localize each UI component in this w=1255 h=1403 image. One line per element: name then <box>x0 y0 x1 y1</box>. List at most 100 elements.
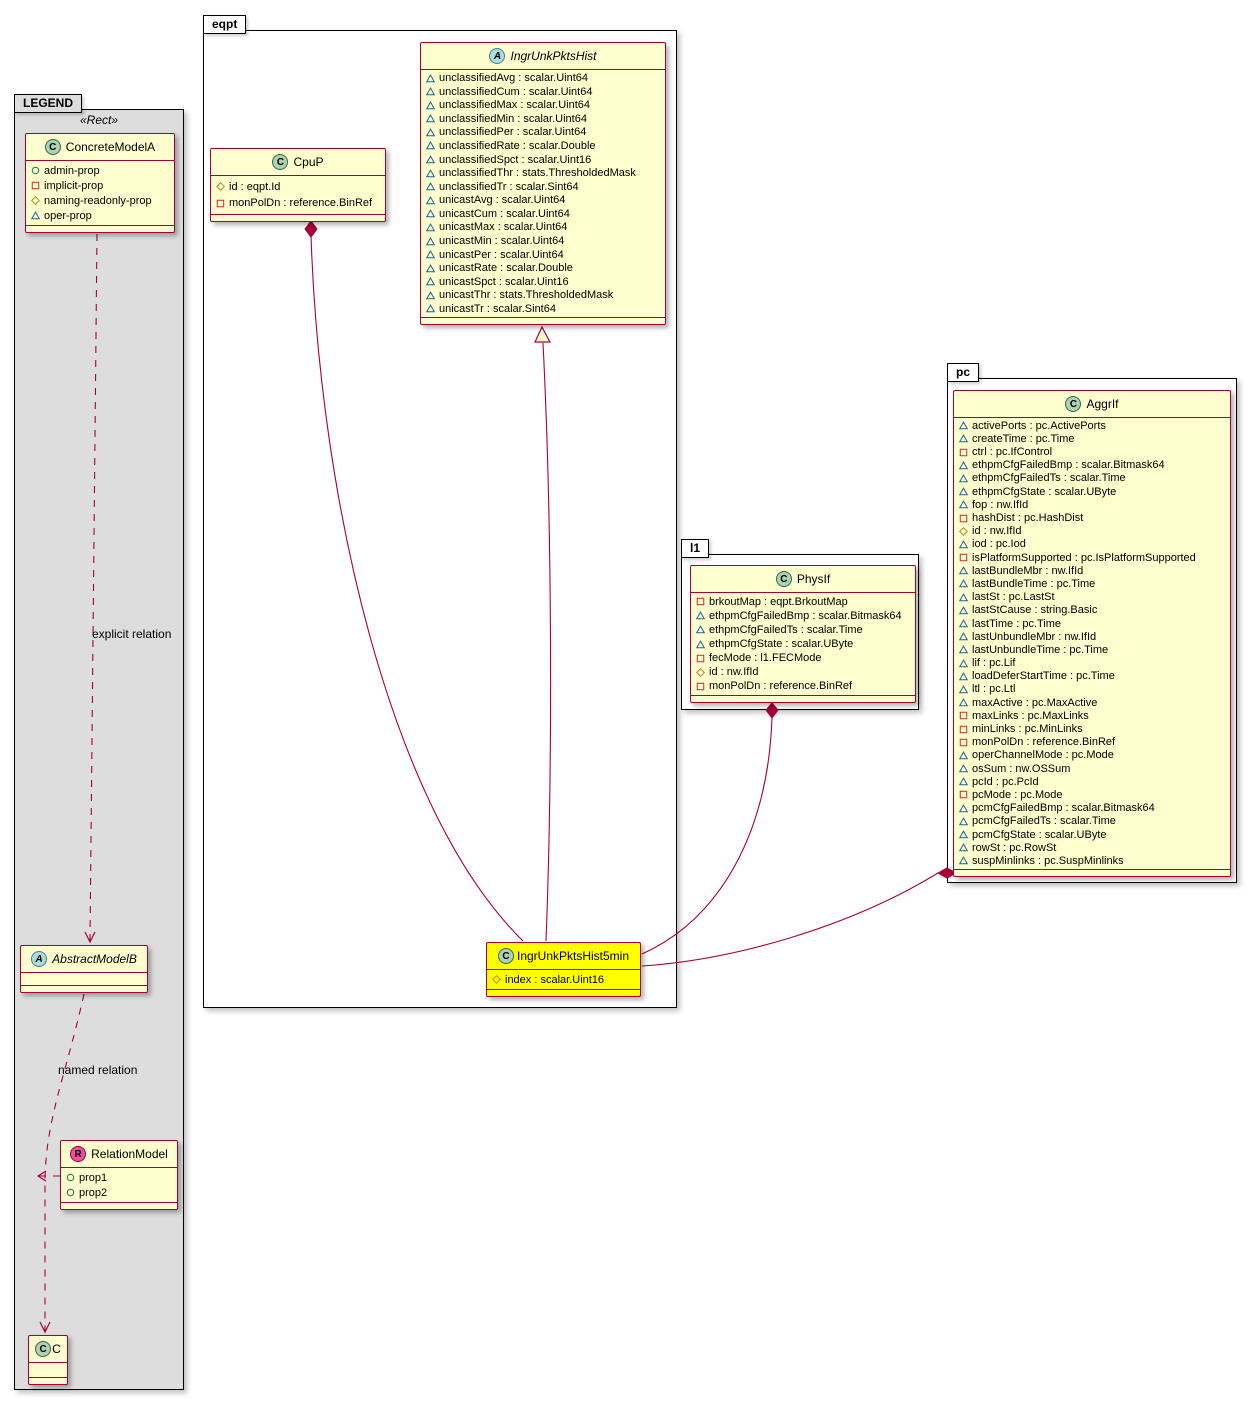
implicit-prop-icon <box>959 711 968 720</box>
class-member-row: ethpmCfgFailedTs : scalar.Time <box>691 623 915 636</box>
member-text: unclassifiedRate : scalar.Double <box>439 139 596 152</box>
class-member-row: unicastMin : scalar.Uint64 <box>421 235 665 248</box>
class-member-row: ethpmCfgFailedBmp : scalar.Bitmask64 <box>691 609 915 622</box>
oper-prop-icon <box>959 764 968 773</box>
class-member-row: iod : pc.Iod <box>954 538 1230 551</box>
class-member-row: createTime : pc.Time <box>954 432 1230 445</box>
oper-prop-icon <box>31 211 40 220</box>
member-text: fop : nw.IfId <box>972 498 1029 511</box>
class-member-row: hashDist : pc.HashDist <box>954 512 1230 525</box>
class-member-row: ctrl : pc.IfControl <box>954 446 1230 459</box>
class-member-row: lastTime : pc.Time <box>954 617 1230 630</box>
member-text: lastUnbundleMbr : nw.IfId <box>972 630 1097 643</box>
class-member-row: lastBundleMbr : nw.IfId <box>954 564 1230 577</box>
member-text: oper-prop <box>44 209 92 222</box>
member-text: operChannelMode : pc.Mode <box>972 749 1114 762</box>
implicit-prop-icon <box>959 790 968 799</box>
member-text: ethpmCfgFailedBmp : scalar.Bitmask64 <box>972 459 1165 472</box>
member-text: ethpmCfgState : scalar.UByte <box>709 638 854 650</box>
class-title: PhysIf <box>796 572 831 586</box>
package-l1-tab: l1 <box>681 539 710 558</box>
oper-prop-icon <box>426 114 435 123</box>
class-title: AbstractModelB <box>52 952 137 966</box>
member-text: lif : pc.Lif <box>972 657 1016 670</box>
class-relationmodel: R RelationModel prop1 prop2 <box>60 1140 178 1210</box>
oper-prop-icon <box>959 645 968 654</box>
class-title: IngrUnkPktsHist5min <box>516 949 630 963</box>
member-text: suspMinlinks : pc.SuspMinlinks <box>972 854 1124 867</box>
class-spot-icon: C <box>44 139 61 155</box>
abstract-spot-icon: A <box>31 951 48 967</box>
oper-prop-icon <box>426 277 435 286</box>
member-text: lastTime : pc.Time <box>972 617 1062 630</box>
member-text: monPolDn : reference.BinRef <box>709 680 853 693</box>
member-text: unclassifiedAvg : scalar.Uint64 <box>439 72 588 85</box>
class-member-row: unicastAvg : scalar.Uint64 <box>421 194 665 207</box>
class-members: index : scalar.Uint16 <box>487 970 640 989</box>
member-text: osSum : nw.OSSum <box>972 762 1071 775</box>
class-methods-compartment <box>421 317 665 324</box>
class-member-row: naming-readonly-prop <box>26 194 174 207</box>
class-member-row: maxActive : pc.MaxActive <box>954 696 1230 709</box>
member-text: unclassifiedCum : scalar.Uint64 <box>439 85 593 98</box>
member-text: unclassifiedSpct : scalar.Uint16 <box>439 153 592 166</box>
member-text: prop1 <box>79 1171 108 1184</box>
oper-prop-icon <box>959 843 968 852</box>
class-member-row: ethpmCfgFailedBmp : scalar.Bitmask64 <box>954 459 1230 472</box>
class-methods-compartment <box>61 1202 177 1209</box>
relation-spot-icon: R <box>70 1146 87 1162</box>
oper-prop-icon <box>426 155 435 164</box>
member-text: pcmCfgState : scalar.UByte <box>972 828 1107 841</box>
class-member-row: prop2 <box>61 1186 177 1199</box>
oper-prop-icon <box>959 830 968 839</box>
oper-prop-icon <box>959 539 968 549</box>
class-member-row: unicastThr : stats.ThresholdedMask <box>421 289 665 302</box>
member-text: ltl : pc.Ltl <box>972 683 1016 696</box>
member-text: unclassifiedMax : scalar.Uint64 <box>439 99 591 112</box>
class-member-row: lastUnbundleTime : pc.Time <box>954 643 1230 656</box>
class-title: RelationModel <box>91 1147 168 1161</box>
class-member-row: unclassifiedMin : scalar.Uint64 <box>421 112 665 125</box>
naming-readonly-prop-icon <box>959 526 968 536</box>
oper-prop-icon <box>959 685 968 694</box>
class-methods-compartment <box>954 869 1230 876</box>
class-member-row: lastBundleTime : pc.Time <box>954 577 1230 590</box>
member-text: ethpmCfgFailedBmp : scalar.Bitmask64 <box>709 609 902 622</box>
member-text: ethpmCfgFailedTs : scalar.Time <box>709 623 863 636</box>
member-text: lastStCause : string.Basic <box>972 604 1098 617</box>
member-text: unicastMax : scalar.Uint64 <box>439 221 568 234</box>
class-member-row: ltl : pc.Ltl <box>954 683 1230 696</box>
explicit-relation-label: explicit relation <box>92 627 172 641</box>
member-text: hashDist : pc.HashDist <box>972 512 1084 524</box>
oper-prop-icon <box>426 223 435 232</box>
oper-prop-icon <box>426 250 435 259</box>
class-member-row: unclassifiedMax : scalar.Uint64 <box>421 99 665 112</box>
class-member-row: brkoutMap : eqpt.BrkoutMap <box>691 595 915 608</box>
class-member-row: unicastSpct : scalar.Uint16 <box>421 275 665 288</box>
member-text: unclassifiedMin : scalar.Uint64 <box>439 112 587 125</box>
class-member-row: loadDeferStartTime : pc.Time <box>954 670 1230 683</box>
member-text: fecMode : l1.FECMode <box>709 652 822 665</box>
class-member-row: id : nw.IfId <box>691 666 915 679</box>
class-member-row: unclassifiedSpct : scalar.Uint16 <box>421 153 665 166</box>
member-text: pcMode : pc.Mode <box>972 788 1063 801</box>
member-text: createTime : pc.Time <box>972 432 1075 445</box>
admin-prop-icon <box>31 166 40 175</box>
member-text: unicastPer : scalar.Uint64 <box>439 248 564 261</box>
package-legend-name: LEGEND <box>23 96 74 110</box>
oper-prop-icon <box>426 168 435 178</box>
member-text: naming-readonly-prop <box>44 194 152 207</box>
member-text: unicastThr : stats.ThresholdedMask <box>439 289 614 302</box>
oper-prop-icon <box>959 619 968 628</box>
class-spot-icon: C <box>775 571 792 587</box>
implicit-prop-icon <box>216 199 225 208</box>
naming-readonly-prop-icon <box>696 667 705 677</box>
oper-prop-icon <box>426 263 435 273</box>
member-text: prop2 <box>79 1186 108 1199</box>
class-member-row: unicastRate : scalar.Double <box>421 262 665 275</box>
class-member-row: unicastTr : scalar.Sint64 <box>421 302 665 315</box>
